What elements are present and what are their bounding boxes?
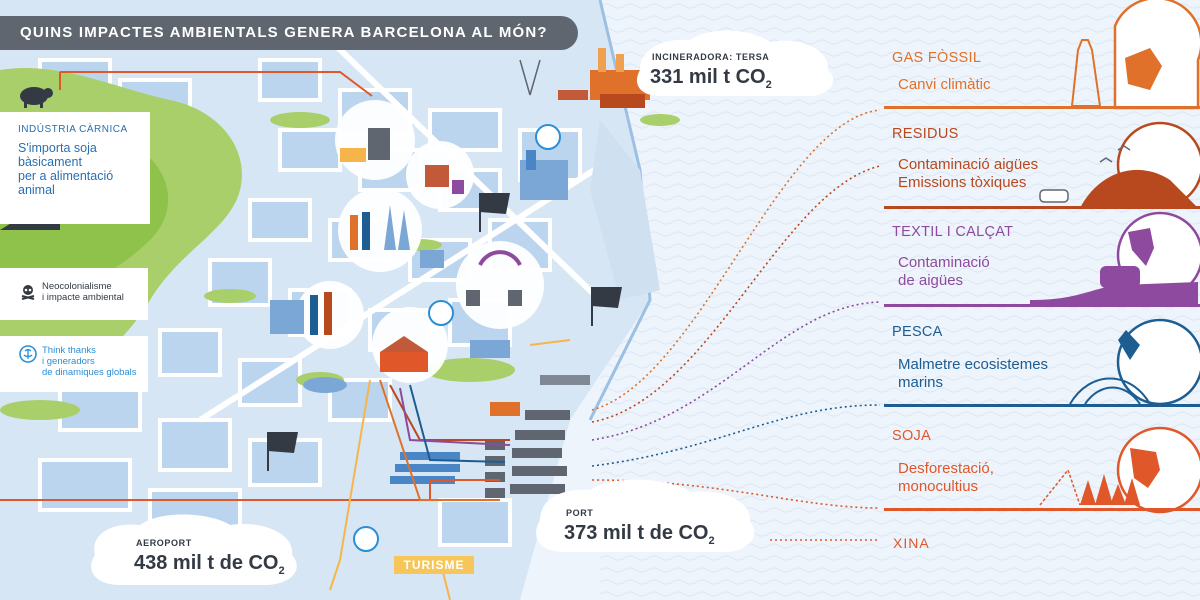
impact-textile: TEXTIL I CALÇAT Contaminació de aigües <box>884 216 1200 308</box>
neocolonialism-legend-text: Neocolonialisme i impacte ambiental <box>42 281 124 303</box>
impact-soy: SOJA Desforestació, monocultius <box>884 420 1200 514</box>
impact-gas-rule <box>884 106 1200 109</box>
impact-textile-rule <box>884 304 1200 307</box>
pig-icon <box>20 87 53 108</box>
skull-icon <box>21 285 35 300</box>
impact-gas-category: GAS FÒSSIL <box>892 50 982 66</box>
page-title: QUINS IMPACTES AMBIENTALS GENERA BARCELO… <box>0 16 578 50</box>
impact-waste-effect: Contaminació aigües Emissions tòxiques <box>898 156 1039 191</box>
impact-fishing-category: PESCA <box>892 324 943 340</box>
impact-waste-category: RESIDUS <box>892 126 959 142</box>
impact-fishing-effect: Malmetre ecosistemes marins <box>898 356 1049 391</box>
impact-textile-category: TEXTIL I CALÇAT <box>892 224 1014 240</box>
meat-industry-text: S'importa soja bàsicament per a alimenta… <box>18 141 114 197</box>
port-value: 373 mil t de CO2 <box>564 522 715 547</box>
meat-industry-panel: INDÚSTRIA CÀRNICA S'importa soja bàsicam… <box>0 112 150 224</box>
impact-soy-effect: Desforestació, monocultius <box>898 460 994 495</box>
think-tank-markers <box>353 124 561 552</box>
impact-fishing-rule <box>884 404 1200 407</box>
port-cloud: PORT 373 mil t de CO2 <box>540 500 750 555</box>
impact-waste-rule <box>884 206 1200 209</box>
tourism-label: TURISME <box>394 556 474 574</box>
impact-fishing: PESCA Malmetre ecosistemes marins <box>884 316 1200 408</box>
impact-soy-category: SOJA <box>892 428 932 444</box>
airport-value: 438 mil t de CO2 <box>134 552 285 577</box>
landmark-clusters <box>270 100 568 393</box>
brain-icon <box>19 345 37 363</box>
incinerator-cloud: INCINERADORA: TERSA 331 mil t CO2 <box>640 40 840 100</box>
impact-waste: RESIDUS Contaminació aigües Emissions tò… <box>884 118 1200 210</box>
airport-label: AEROPORT <box>136 538 192 548</box>
incinerator-label: INCINERADORA: TERSA <box>652 52 770 62</box>
port-ships <box>390 375 590 498</box>
waste-globe-icon <box>1039 121 1200 209</box>
meat-industry-title: INDÚSTRIA CÀRNICA <box>18 124 128 135</box>
impact-textile-effect: Contaminació de aigües <box>898 254 990 289</box>
impact-gas-effect: Canvi climàtic <box>898 76 991 93</box>
neocolonialism-flags <box>267 193 622 471</box>
think-tank-legend-text: Think thanks i generadors de dinamiques … <box>42 345 137 378</box>
neocolonialism-legend: Neocolonialisme i impacte ambiental <box>0 268 148 320</box>
co2-clouds <box>91 30 834 585</box>
impact-arrows <box>591 109 881 541</box>
china-label: XINA <box>893 535 930 551</box>
port-label: PORT <box>566 508 594 518</box>
soy-globe-icon <box>1039 426 1200 514</box>
airport-cloud: AEROPORT 438 mil t de CO2 <box>100 530 300 590</box>
think-tank-legend: Think thanks i generadors de dinamiques … <box>0 336 148 392</box>
impact-gas: GAS FÒSSIL Canvi climàtic <box>884 40 1200 112</box>
fishing-globe-icon <box>1069 318 1200 406</box>
trade-routes-city <box>0 71 571 600</box>
textile-globe-icon <box>1030 211 1200 304</box>
incinerator-value: 331 mil t CO2 <box>650 66 772 91</box>
impact-soy-rule <box>884 508 1200 511</box>
